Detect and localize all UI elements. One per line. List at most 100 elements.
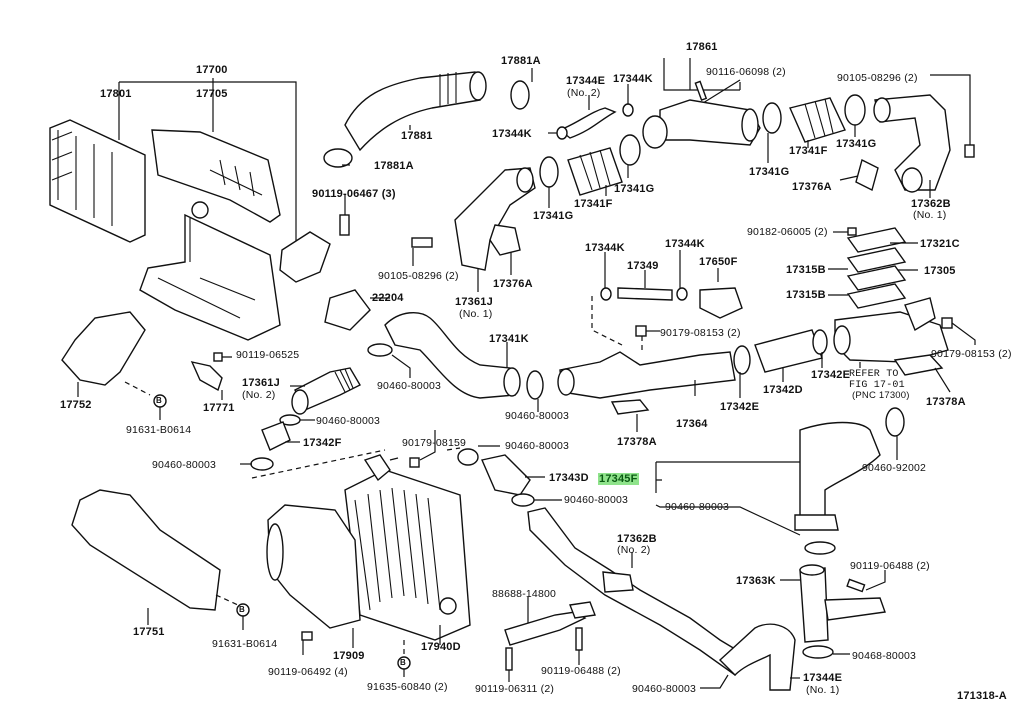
label-17940D[interactable]: 17940D [421,641,461,653]
label-90116-06098[interactable]: 90116-06098 (2) [706,66,786,78]
label-90460-80003-h[interactable]: 90460-80003 [632,683,697,695]
label-17881A-top[interactable]: 17881A [501,55,541,67]
label-17771[interactable]: 17771 [203,402,235,414]
label-17344K-b[interactable]: 17344K [613,73,653,85]
gasket-stack-17305 [846,227,907,309]
label-refer-line3[interactable]: (PNC 17300) [852,390,910,401]
label-90119-06492[interactable]: 90119-06492 (4) [268,666,348,678]
label-90105-08296-mid[interactable]: 90105-08296 (2) [378,270,459,282]
label-17751[interactable]: 17751 [133,626,165,638]
hose-17342F [261,421,291,451]
label-17344K-d[interactable]: 17344K [665,238,705,250]
label-90460-92002[interactable]: 90460-92002 [862,462,927,474]
throttle-pipe-17861 [659,99,761,146]
label-17343D[interactable]: 17343D [549,472,589,484]
label-17344K-a[interactable]: 17344K [492,128,532,140]
label-90460-80003-c[interactable]: 90460-80003 [316,415,381,427]
label-17705[interactable]: 17705 [196,88,228,100]
label-17362B-no1[interactable]: 17362B [911,198,951,210]
label-90119-06311[interactable]: 90119-06311 (2) [475,683,555,695]
label-91631-B0614-a[interactable]: 91631-B0614 [126,424,192,436]
marker-b-text-b: B [239,605,245,614]
gasket-17378A-mid [610,399,650,415]
label-17376A-mid[interactable]: 17376A [493,278,533,290]
clamp-17342E-a [733,345,751,375]
label-17341K[interactable]: 17341K [489,333,529,345]
label-90468-80003[interactable]: 90468-80003 [852,650,917,662]
label-17378A-right[interactable]: 17378A [926,396,966,408]
label-90105-08296-top[interactable]: 90105-08296 (2) [837,72,918,84]
label-17861[interactable]: 17861 [686,41,718,53]
marker-b-text-a: B [156,396,162,405]
label-refer-line2: FIG 17-01 [849,380,905,391]
label-91631-B0614-b[interactable]: 91631-B0614 [212,638,278,650]
label-17315B-a[interactable]: 17315B [786,264,826,276]
label-90119-06467[interactable]: 90119-06467 (3) [312,188,396,200]
label-90460-80003-b[interactable]: 90460-80003 [505,410,570,422]
label-17361J-no1[interactable]: 17361J [455,296,493,308]
label-17341G-b[interactable]: 17341G [614,183,655,195]
label-90182-06005[interactable]: 90182-06005 (2) [747,226,828,238]
label-90179-08159[interactable]: 90179-08159 [402,437,467,449]
label-17362B-no1-sub: (No. 1) [913,209,947,221]
label-17909[interactable]: 17909 [333,650,365,662]
label-90460-80003-e[interactable]: 90460-80003 [505,440,570,452]
label-17349[interactable]: 17349 [627,260,659,272]
label-17341G-a[interactable]: 17341G [533,210,574,222]
label-90119-06488-mid[interactable]: 90119-06488 (2) [541,665,621,677]
label-90119-06525[interactable]: 90119-06525 [236,349,300,361]
label-17344E-no1[interactable]: 17344E [803,672,843,684]
label-91635-60840[interactable]: 91635-60840 (2) [367,681,448,693]
label-17341F-a[interactable]: 17341F [574,198,613,210]
bolt-90105-08296-mid [411,237,433,248]
label-17342F[interactable]: 17342F [303,437,342,449]
label-17378A-mid[interactable]: 17378A [617,436,657,448]
label-90179-08153-right[interactable]: 90179-08153 (2) [931,348,1012,360]
label-88688-14800[interactable]: 88688-14800 [492,588,557,600]
label-90460-80003-g[interactable]: 90460-80003 [665,501,730,513]
label-17342E-b[interactable]: 17342E [720,401,760,413]
label-90119-06488-right[interactable]: 90119-06488 (2) [850,560,930,572]
label-90460-80003-a[interactable]: 90460-80003 [377,380,442,392]
label-22204[interactable]: 22204 [372,292,404,304]
label-17361J-no2[interactable]: 17361J [242,377,280,389]
label-17305[interactable]: 17305 [924,265,956,277]
label-17321C[interactable]: 17321C [920,238,960,250]
label-17315B-b[interactable]: 17315B [786,289,826,301]
label-17363K[interactable]: 17363K [736,575,776,587]
label-17342E-a[interactable]: 17342E [811,369,851,381]
clamp-90460-92002 [885,407,905,437]
air-filter-element-17801 [49,119,146,243]
label-17344E-no2[interactable]: 17344E [566,75,606,87]
clamp-17341G-d [844,94,866,126]
clamp-17881A-bottom [323,148,353,168]
gasket-17376A-mid [489,224,521,256]
label-17344K-c[interactable]: 17344K [585,242,625,254]
label-17341F-b[interactable]: 17341F [789,145,828,157]
label-90460-80003-d[interactable]: 90460-80003 [152,459,217,471]
clamp-17341G-c [762,102,782,134]
label-17345F[interactable]: 17345F [598,473,639,485]
clamp-90460-80003-a [367,343,393,357]
label-17376A-right[interactable]: 17376A [792,181,832,193]
label-90460-80003-f[interactable]: 90460-80003 [564,494,629,506]
label-17881A-bottom[interactable]: 17881A [374,160,414,172]
label-17700[interactable]: 17700 [196,64,228,76]
label-17362B-no2[interactable]: 17362B [617,533,657,545]
label-17341G-c[interactable]: 17341G [749,166,790,178]
label-90179-08153-mid[interactable]: 90179-08153 (2) [660,327,741,339]
label-17341G-d[interactable]: 17341G [836,138,877,150]
bracket-88688-14800 [504,611,587,646]
label-17881[interactable]: 17881 [401,130,433,142]
highlighted-part-number[interactable]: 17345F [598,473,639,485]
bracket-17771 [190,361,223,392]
label-17342D[interactable]: 17342D [763,384,803,396]
label-17752[interactable]: 17752 [60,399,92,411]
duct-17751 [71,489,221,611]
label-17364[interactable]: 17364 [676,418,708,430]
label-17801[interactable]: 17801 [100,88,132,100]
nut-90182-06005 [847,227,857,236]
label-17362B-no2-sub: (No. 2) [617,544,651,556]
label-17650F[interactable]: 17650F [699,256,738,268]
